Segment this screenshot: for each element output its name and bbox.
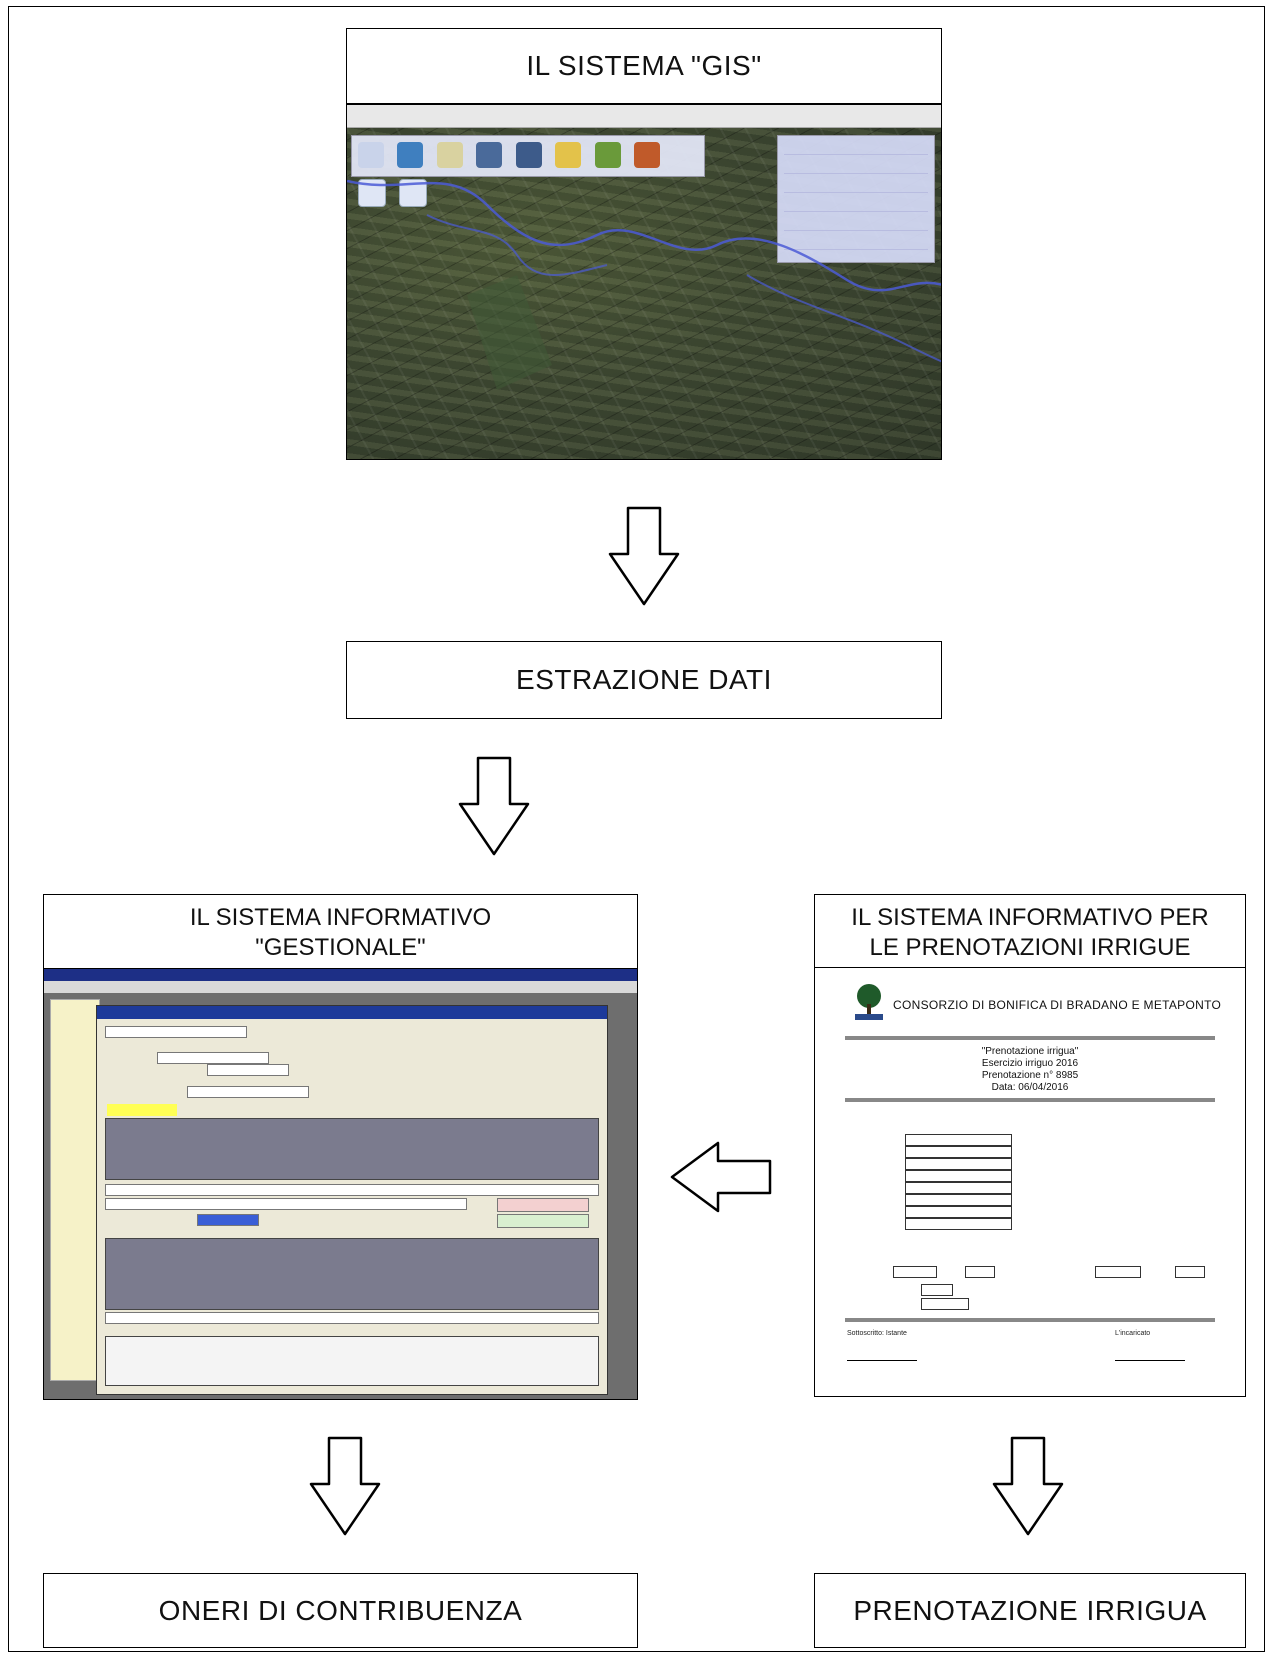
consorzio-name: CONSORZIO DI BONIFICA DI BRADANO E METAP… [893,998,1222,1012]
doc-line-4: Data: 06/04/2016 [991,1082,1069,1093]
app-side-panel [50,999,100,1381]
highlight-label [107,1104,177,1116]
stampa-partita-button[interactable] [497,1214,589,1228]
layer-icon [397,142,424,168]
gis-toolbar [351,135,705,207]
gestionale-title-line1: IL SISTEMA INFORMATIVO [189,904,492,931]
list-icon [436,142,463,168]
estrazione-box: ESTRAZIONE DATI [346,641,942,719]
oneri-label: ONERI DI CONTRIBUENZA [158,1594,523,1626]
consorzio-logo-icon [855,984,883,1020]
gestionale-screenshot [43,968,638,1400]
nuova-partita-button[interactable] [497,1198,589,1212]
select-icon [555,142,582,168]
prenotazioni-title-line2: LE PRENOTAZIONI IRRIGUE [869,934,1191,961]
river-overlay [347,179,941,390]
ricerca-window [96,1005,608,1395]
truck-icon [515,142,542,168]
gestionale-title-line2: "GESTIONALE" [255,934,426,961]
gis-map-screenshot [346,104,942,460]
doc-footer-right: L'incaricato [1115,1330,1151,1337]
down-arrow-1 [608,506,680,606]
gestionale-title-box: IL SISTEMA INFORMATIVO "GESTIONALE" [43,894,638,969]
app-menubar [44,981,637,993]
prenotazioni-title-line1: IL SISTEMA INFORMATIVO PER [851,904,1209,931]
prenotazione-document: CONSORZIO DI BONIFICA DI BRADANO E METAP… [814,967,1246,1397]
prenotazione-label: PRENOTAZIONE IRRIGUA [853,1594,1207,1626]
doc-line-1: "Prenotazione irrigua" [981,1046,1079,1057]
terreni-grid [105,1336,599,1386]
gis-title: IL SISTEMA "GIS" [526,50,762,81]
zoom-icon [358,142,384,168]
prenotazioni-title-box: IL SISTEMA INFORMATIVO PER LE PRENOTAZIO… [814,894,1246,969]
layer-panel [777,135,935,263]
doc-footer-left: Sottoscritto: Istante [847,1330,907,1337]
diagram-frame [8,6,1265,1652]
browser-bar [347,105,941,128]
fabbricati-grid [105,1238,599,1310]
results-grid [105,1118,599,1180]
chart-icon [594,142,621,168]
estrazione-label: ESTRAZIONE DATI [516,664,772,695]
print-icon [476,142,503,168]
doc-line-2: Esercizio irriguo 2016 [981,1058,1079,1069]
left-arrow [670,1141,772,1213]
app-titlebar [44,969,637,981]
book-icon [634,142,661,168]
gis-title-box: IL SISTEMA "GIS" [346,28,942,104]
oneri-box: ONERI DI CONTRIBUENZA [43,1573,638,1648]
down-arrow-3 [309,1436,381,1536]
doc-line-3: Prenotazione n° 8985 [981,1070,1079,1081]
down-arrow-2 [458,756,530,856]
down-arrow-4 [992,1436,1064,1536]
prenotazione-box: PRENOTAZIONE IRRIGUA [814,1573,1246,1648]
window-titlebar [97,1006,607,1019]
